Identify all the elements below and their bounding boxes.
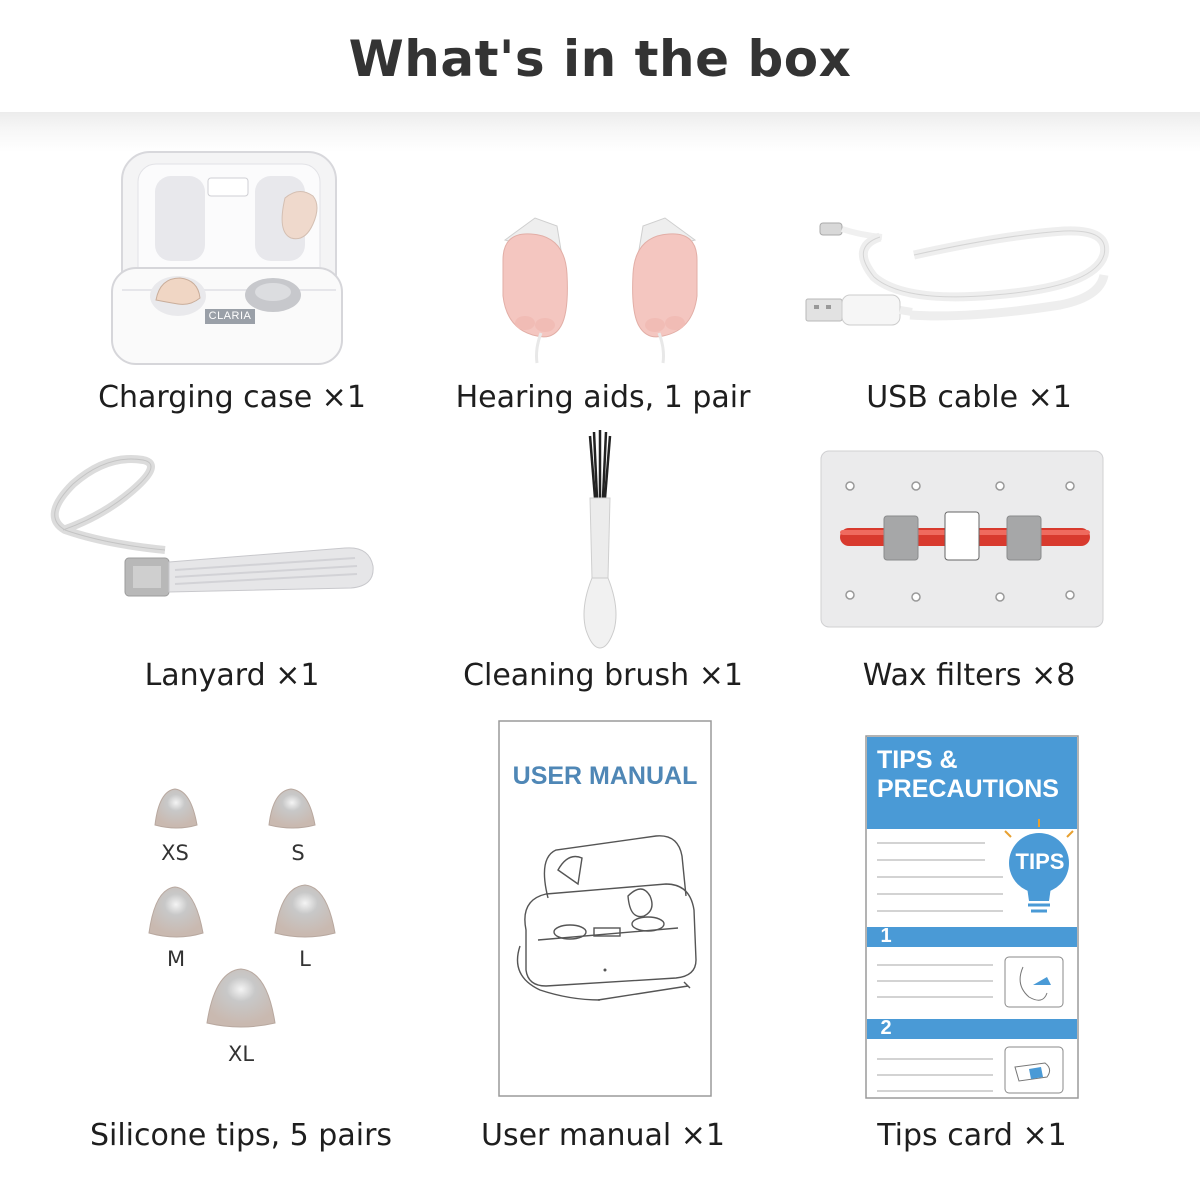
item-caption-hearing-aids: Hearing aids, 1 pair — [455, 380, 751, 415]
item-caption-usb-cable: USB cable ×1 — [866, 380, 1072, 415]
tip-size-l: L — [299, 947, 311, 971]
header-divider-band — [0, 112, 1200, 152]
item-caption-user-manual: User manual ×1 — [480, 1118, 726, 1153]
case-brand-label: CLARIA — [205, 309, 255, 324]
tip-size-xl: XL — [227, 1042, 255, 1066]
item-caption-lanyard: Lanyard ×1 — [144, 658, 320, 693]
usb-cable-image — [805, 222, 1110, 326]
tip-size-xs: XS — [161, 841, 189, 865]
user-manual-image — [498, 720, 712, 1097]
manual-title: USER MANUAL — [512, 762, 698, 790]
item-caption-cleaning-brush: Cleaning brush ×1 — [463, 658, 743, 693]
tip-size-s: S — [291, 841, 305, 865]
item-caption-silicone-tips: Silicone tips, 5 pairs — [89, 1118, 393, 1153]
charging-case-image — [111, 151, 343, 365]
lanyard-image — [50, 455, 374, 597]
tips-card-heading-line2: PRECAUTIONS — [877, 775, 1059, 803]
item-caption-tips-card: Tips card ×1 — [877, 1118, 1067, 1153]
tips-card-image — [865, 735, 1079, 1099]
item-caption-wax-filters: Wax filters ×8 — [862, 658, 1076, 693]
silicone-tips-image — [148, 788, 336, 1028]
tips-card-step-1: 1 — [880, 925, 892, 947]
hearing-aids-image — [502, 217, 698, 364]
tips-card-step-2: 2 — [880, 1017, 892, 1039]
item-caption-charging-case: Charging case ×1 — [98, 380, 366, 415]
tips-card-heading-line1: TIPS & — [877, 746, 958, 774]
wax-filters-image — [820, 450, 1104, 628]
cleaning-brush-image — [583, 430, 617, 649]
tip-size-m: M — [166, 947, 186, 971]
tips-card-heading: TIPS & PRECAUTIONS — [877, 746, 1077, 804]
page-title: What's in the box — [348, 30, 852, 88]
lightbulb-icon-label: TIPS — [1015, 849, 1065, 874]
